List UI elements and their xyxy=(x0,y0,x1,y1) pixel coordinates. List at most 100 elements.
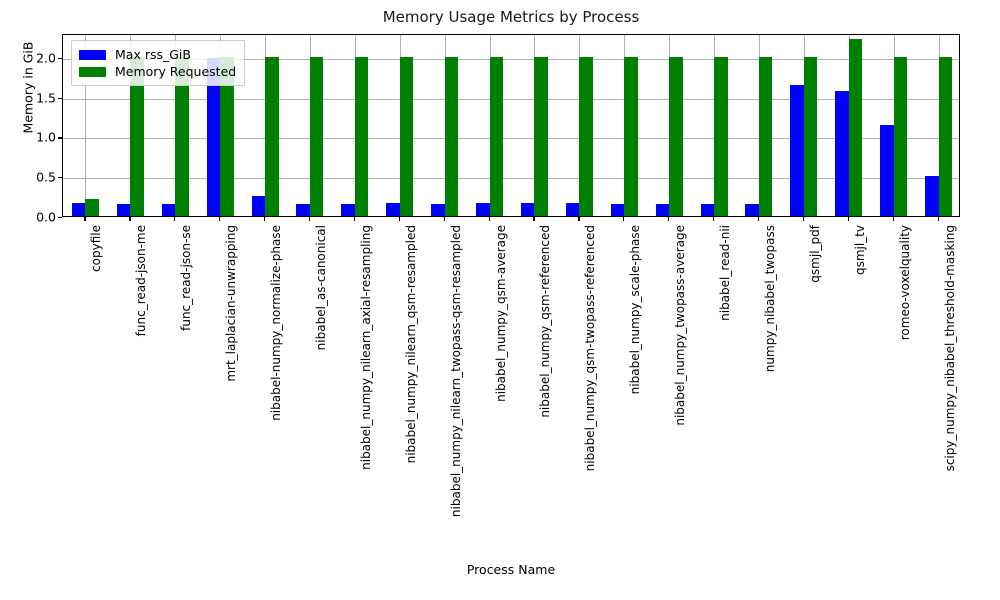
bar-max-rss xyxy=(655,204,670,216)
x-axis-tick-label: nibabel_numpy_scale-phase xyxy=(628,225,643,395)
bar-max-rss xyxy=(925,176,939,216)
x-axis-tick-mark xyxy=(623,217,625,221)
bar-max-rss xyxy=(206,58,221,216)
bar-memory-requested xyxy=(220,56,234,216)
x-axis-tick-label: nibabel_numpy_nilearn_twopass-qsm-resamp… xyxy=(448,225,463,518)
x-axis-tick-mark xyxy=(937,217,939,221)
bar-max-rss xyxy=(296,204,310,216)
bar-memory-requested xyxy=(669,56,683,216)
bar-memory-requested xyxy=(85,199,99,216)
y-axis-tick-mark xyxy=(58,97,62,99)
gridline-vertical xyxy=(85,35,87,216)
bar-max-rss xyxy=(386,203,400,216)
bar-memory-requested xyxy=(893,56,908,216)
x-axis-tick-mark xyxy=(533,217,535,221)
x-axis-tick-mark xyxy=(353,217,356,221)
x-axis-tick-label: func_read-json-se xyxy=(179,225,194,331)
bar-max-rss xyxy=(565,203,580,216)
bar-memory-requested xyxy=(938,56,953,216)
bar-memory-requested xyxy=(848,38,863,216)
bar-max-rss xyxy=(880,125,894,216)
x-axis-tick-mark xyxy=(578,217,580,221)
x-axis-tick-label: copyfile xyxy=(89,225,104,272)
bar-memory-requested xyxy=(265,56,279,216)
bar-memory-requested xyxy=(354,56,369,216)
x-axis-tick-label: qsmjl_tv xyxy=(852,225,867,276)
x-axis-tick-mark xyxy=(264,217,266,221)
chart-legend: Max rss_GiB Memory Requested xyxy=(71,40,246,86)
x-axis-label: Process Name xyxy=(466,562,556,577)
gridline-horizontal xyxy=(63,178,959,180)
legend-item: Memory Requested xyxy=(79,63,236,80)
bar-max-rss xyxy=(700,204,715,216)
x-axis-tick-label: nibabel-numpy_normalize-phase xyxy=(269,225,284,421)
x-axis-tick-label: nibabel_read-nii xyxy=(718,225,733,321)
bar-max-rss xyxy=(341,204,355,216)
y-axis-tick-label: 0.5 xyxy=(36,169,56,185)
y-axis-tick-mark xyxy=(58,137,62,139)
x-axis-tick-label: romeo-voxelquality xyxy=(897,225,912,341)
x-axis-tick-mark xyxy=(802,217,805,221)
bar-memory-requested xyxy=(175,56,189,216)
bar-memory-requested xyxy=(444,56,459,216)
x-axis-tick-mark xyxy=(847,217,849,221)
x-axis-tick-mark xyxy=(174,217,176,221)
x-axis-tick-label: scipy_numpy_nibabel_threshold-masking xyxy=(942,225,957,472)
x-axis-tick-label: nibabel_numpy_qsm-referenced xyxy=(538,225,553,418)
x-axis-tick-label: nibabel_numpy_qsm-average xyxy=(493,225,508,402)
bar-memory-requested xyxy=(489,56,504,216)
x-axis-tick-label: nibabel_numpy_twopass-average xyxy=(673,225,688,426)
x-axis-tick-label: nibabel_numpy_qsm-twopass-referenced xyxy=(583,225,598,472)
x-axis-tick-mark xyxy=(488,217,490,221)
bar-max-rss xyxy=(431,203,445,216)
x-axis-tick-mark xyxy=(398,217,400,221)
x-axis-tick-mark xyxy=(129,217,131,221)
y-axis-tick-label: 0.0 xyxy=(36,209,56,225)
gridline-horizontal xyxy=(63,58,959,60)
x-axis-tick-mark xyxy=(308,217,311,221)
bar-max-rss xyxy=(790,84,804,216)
y-axis-tick-mark xyxy=(58,177,62,179)
y-axis-tick-mark xyxy=(58,57,62,60)
x-axis-tick-label: mrt_laplacian-unwrapping xyxy=(224,225,239,382)
x-axis-tick-mark xyxy=(84,217,86,221)
bar-memory-requested xyxy=(309,56,324,216)
bar-memory-requested xyxy=(534,56,548,216)
x-axis-tick-mark xyxy=(757,217,760,221)
bar-memory-requested xyxy=(399,56,414,216)
y-axis-tick-label: 1.5 xyxy=(36,90,56,106)
x-axis-tick-mark xyxy=(443,217,445,221)
bar-max-rss xyxy=(520,203,535,216)
plot-inner xyxy=(63,35,959,216)
x-axis-tick-label: qsmjl_pdf xyxy=(807,225,822,283)
bar-memory-requested xyxy=(130,56,144,216)
bar-memory-requested xyxy=(579,56,593,216)
bar-max-rss xyxy=(745,204,759,216)
bar-max-rss xyxy=(835,91,849,216)
bar-memory-requested xyxy=(758,56,773,216)
x-axis-tick-mark xyxy=(713,217,715,221)
plot-area: Max rss_GiB Memory Requested xyxy=(62,34,960,217)
x-axis-tick-label: nibabel_numpy_nilearn_axial-resampling xyxy=(358,225,373,470)
x-axis-tick-label: numpy_nibabel_twopass xyxy=(762,225,777,373)
legend-label: Max rss_GiB xyxy=(115,47,191,62)
y-axis-tick-mark xyxy=(58,217,62,219)
chart-title: Memory Usage Metrics by Process xyxy=(382,8,640,26)
bar-memory-requested xyxy=(803,56,818,216)
x-axis-tick-mark xyxy=(668,217,670,221)
x-axis-tick-mark xyxy=(219,217,221,221)
x-axis-tick-mark xyxy=(892,217,894,221)
bar-max-rss xyxy=(116,204,131,216)
legend-swatch-icon xyxy=(79,49,106,60)
legend-swatch-icon xyxy=(79,66,106,77)
x-axis-tick-label: nibabel_numpy_nilearn_qsm-resampled xyxy=(403,225,418,464)
x-axis-tick-label: nibabel_as-canonical xyxy=(313,225,328,351)
bar-max-rss xyxy=(161,204,176,216)
bar-max-rss xyxy=(251,196,266,216)
bar-memory-requested xyxy=(624,56,638,216)
y-axis-tick-label: 1.0 xyxy=(36,129,56,145)
legend-label: Memory Requested xyxy=(115,64,237,79)
gridline-horizontal xyxy=(63,138,959,140)
